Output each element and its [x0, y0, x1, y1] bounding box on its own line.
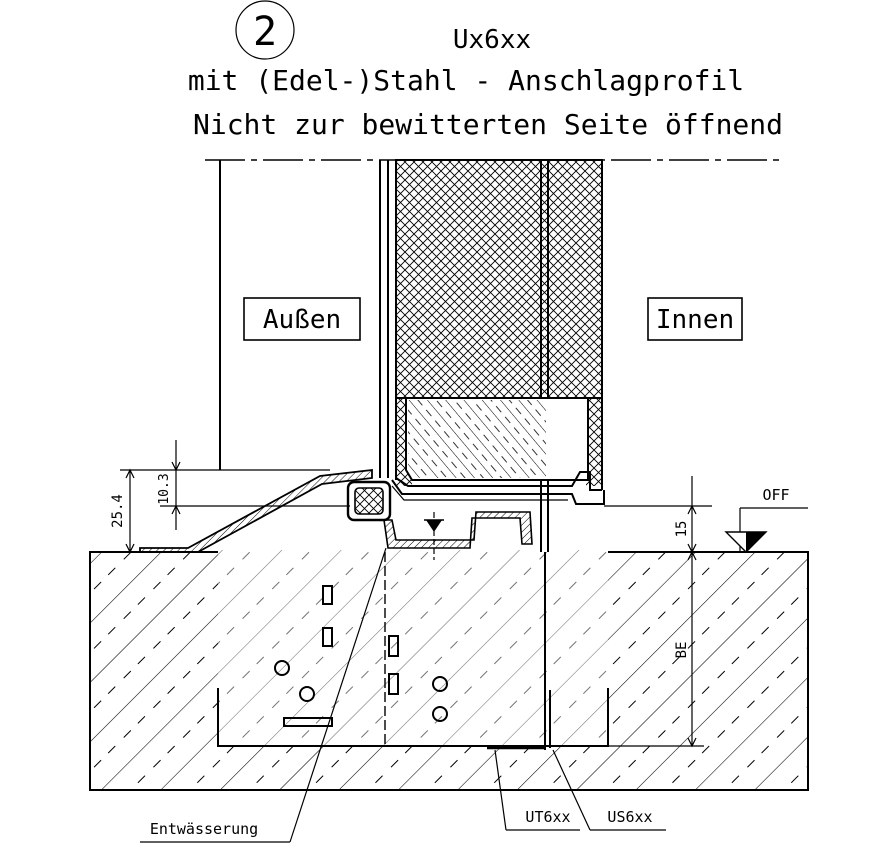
door-bottom-profile	[391, 479, 605, 505]
anchor-hole	[274, 660, 290, 676]
floor-level-label: OFF	[762, 486, 789, 504]
door-leaf	[219, 159, 605, 552]
title-line-1: Ux6xx	[453, 25, 531, 55]
dim-inner-height: 10.3	[157, 473, 172, 504]
anchor-hole	[299, 686, 315, 702]
anchor-slot	[388, 673, 399, 695]
floor-level-marker: OFF	[724, 486, 808, 553]
threshold-profile	[139, 468, 533, 560]
door-core	[395, 159, 603, 399]
anchor-slot	[388, 635, 399, 657]
anchor-hole	[432, 706, 448, 722]
callout-drainage: Entwässerung	[140, 547, 387, 843]
detail-number: 2	[253, 9, 277, 55]
label-outside-text: Außen	[263, 305, 341, 335]
anchor-slot	[322, 585, 333, 605]
callout-ut-profile: UT6xx	[494, 749, 580, 831]
label-inside: Innen	[647, 297, 743, 341]
dimension-right: 15 BE	[604, 476, 712, 748]
us-profile-label: US6xx	[607, 808, 652, 826]
external-ramp	[139, 468, 373, 553]
dim-offset: 15	[674, 521, 690, 538]
title-line-2: mit (Edel-)Stahl - Anschlagprofil	[188, 64, 744, 97]
drainage-label: Entwässerung	[150, 820, 258, 838]
anchor-plate	[283, 717, 333, 727]
anchor-slot	[322, 627, 333, 647]
callout-us-profile: US6xx	[552, 749, 666, 831]
dim-total-height: 25.4	[110, 494, 126, 528]
detail-number-circle	[235, 0, 295, 60]
concrete-floor	[89, 550, 809, 791]
label-outside: Außen	[243, 297, 361, 341]
dim-embed: BE	[674, 642, 690, 659]
level-marker	[426, 520, 442, 532]
label-inside-text: Innen	[656, 305, 734, 335]
ut-profile-label: UT6xx	[525, 808, 570, 826]
dimension-left: 25.4 10.3	[110, 440, 350, 554]
anchor-hole	[432, 676, 448, 692]
title-line-3: Nicht zur bewitterten Seite öffnend	[193, 108, 783, 141]
title-block: 2 Ux6xx mit (Edel-)Stahl - Anschlagprofi…	[188, 0, 783, 141]
stop-profile	[383, 511, 533, 549]
